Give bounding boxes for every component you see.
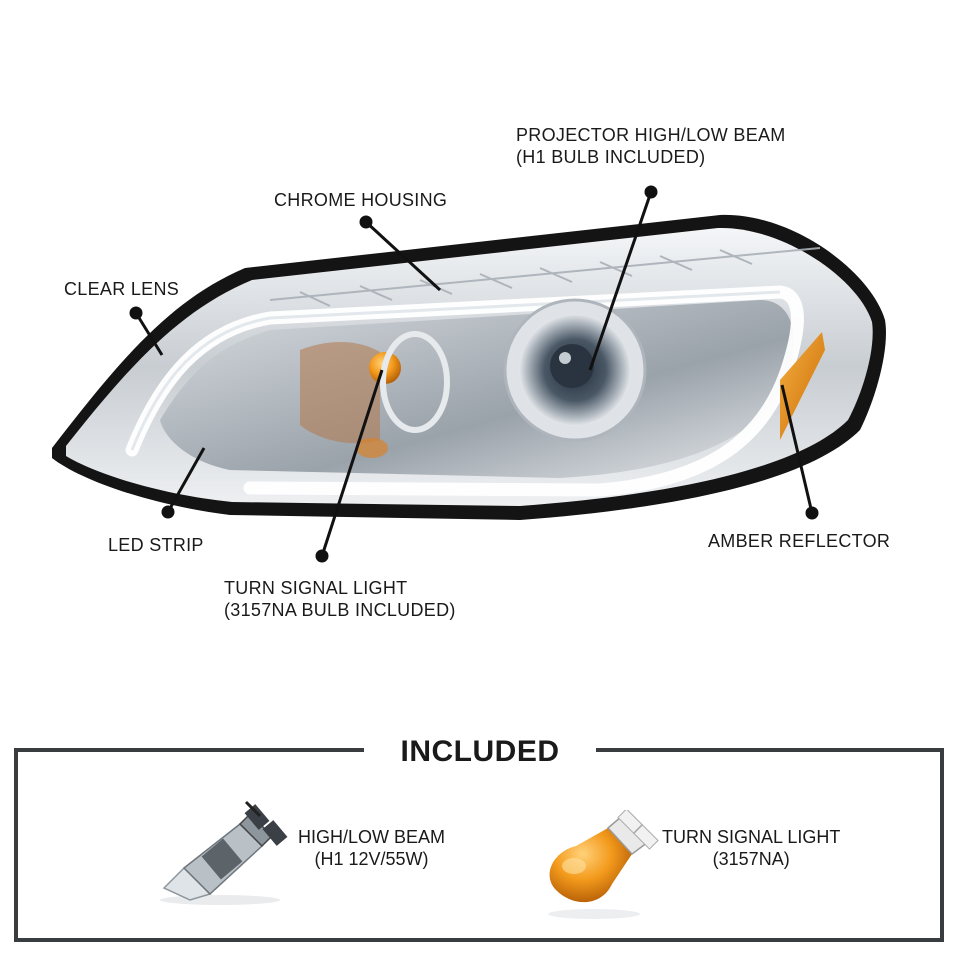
included-frame [14,748,944,942]
projector-label-line1: PROJECTOR HIGH/LOW BEAM [516,125,786,145]
included-item-h1-line1: HIGH/LOW BEAM [298,827,446,847]
headlight-illustration [52,185,886,563]
projector-label-line2: (H1 BULB INCLUDED) [516,147,706,167]
chrome-housing-label: CHROME HOUSING [274,190,448,210]
led-strip-label: LED STRIP [108,535,204,555]
included-item-h1-line2: (H1 12V/55W) [314,849,429,869]
included-item-3157na-label: TURN SIGNAL LIGHT (3157NA) [662,826,840,870]
h1-bulb-icon [160,800,288,905]
included-frame-top-left [14,748,364,752]
amber-reflector-label: AMBER REFLECTOR [708,531,891,551]
turn-signal-label-line2: (3157NA BULB INCLUDED) [224,600,456,620]
included-title: INCLUDED [400,735,560,768]
included-item-3157na-line2: (3157NA) [712,849,790,869]
3157na-bulb-icon [548,810,659,919]
turn-signal-label: TURN SIGNAL LIGHT (3157NA BULB INCLUDED) [224,577,456,621]
projector-lens [503,298,647,442]
clear-lens-label: CLEAR LENS [64,279,180,299]
turn-signal-label-line1: TURN SIGNAL LIGHT [224,578,408,598]
included-item-h1-label: HIGH/LOW BEAM (H1 12V/55W) [298,826,445,870]
projector-label: PROJECTOR HIGH/LOW BEAM (H1 BULB INCLUDE… [516,124,786,168]
included-frame-top-right [596,748,944,752]
amber-reflector [780,332,825,440]
turn-signal-assembly [300,331,450,458]
included-item-3157na-line1: TURN SIGNAL LIGHT [662,827,841,847]
